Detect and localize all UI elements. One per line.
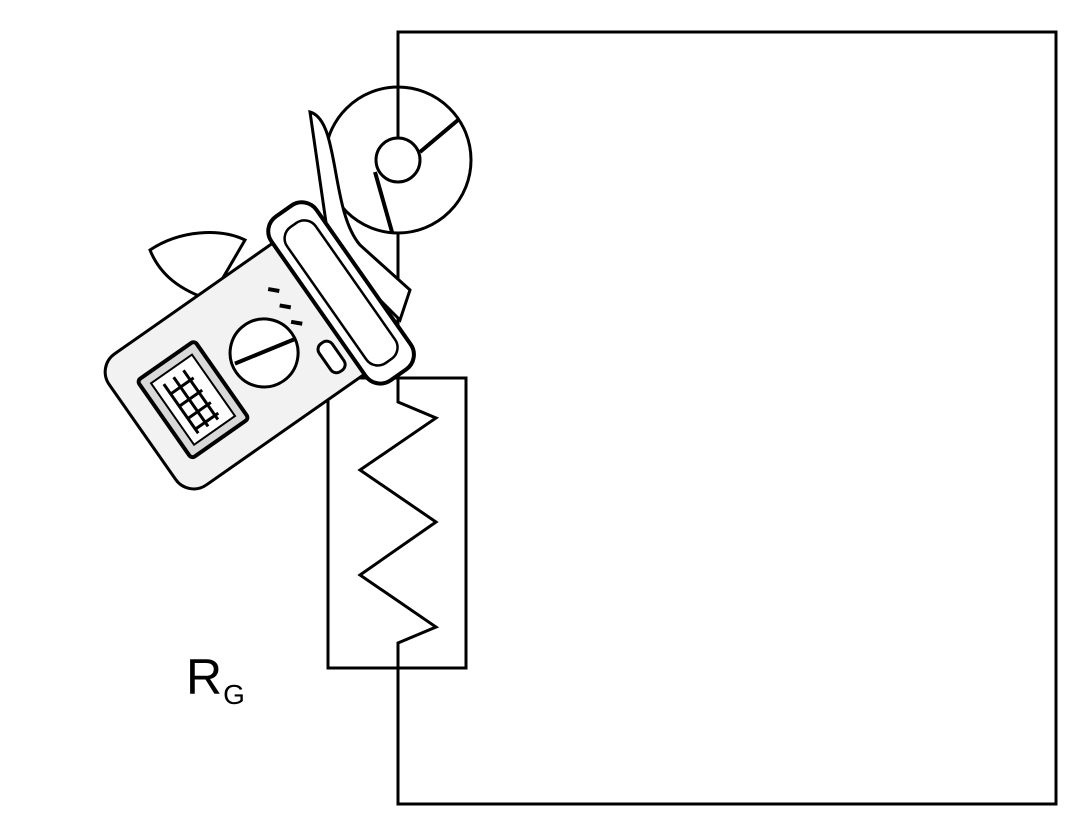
- resistor-box: [326, 376, 468, 670]
- dial-pointer: [234, 337, 295, 366]
- hold-button: [316, 339, 347, 375]
- jaw-split-line: [373, 118, 460, 233]
- clamp-neck: [308, 109, 412, 323]
- resistor-label-subscript: G: [223, 679, 245, 710]
- lcd-window: [149, 353, 237, 447]
- resistor-zigzag: [357, 378, 440, 668]
- loop-wire: [396, 30, 1058, 806]
- ground-resistor: [326, 376, 468, 670]
- clamp-meter: [103, 32, 473, 491]
- clamp-trigger: [148, 231, 248, 302]
- clamped-conductor: [374, 136, 422, 184]
- resistor-label-main: R: [186, 649, 223, 705]
- circuit-loop: [396, 30, 1058, 806]
- resistor-label: RG: [186, 652, 245, 709]
- lcd-digits: [162, 369, 220, 435]
- dial-mode-marks: [267, 287, 303, 326]
- meter-head-inner: [283, 219, 399, 367]
